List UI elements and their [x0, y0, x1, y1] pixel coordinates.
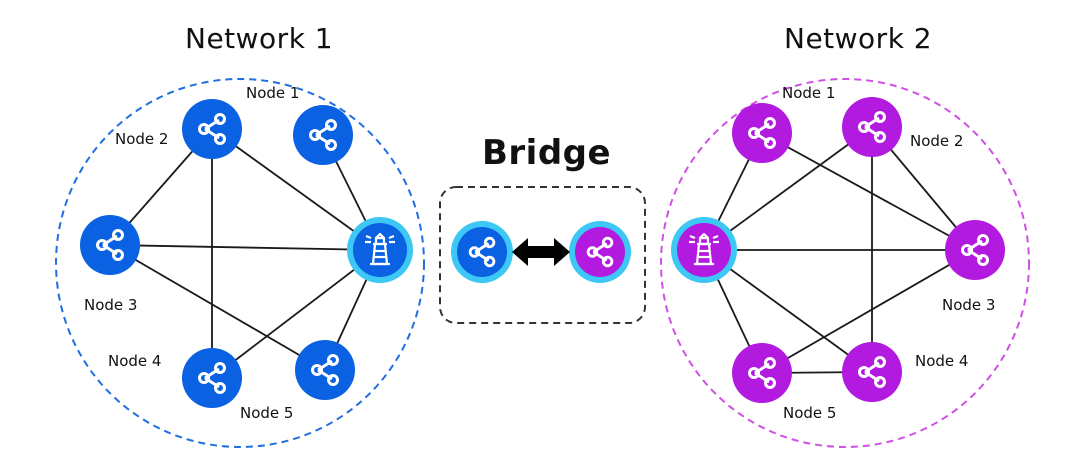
network-2-node-5-label: Node 5: [783, 404, 837, 422]
network-1-node-4: [182, 348, 242, 408]
network-2-title: Network 2: [784, 22, 933, 55]
network-1-node-2: [182, 99, 242, 159]
network-1-node-3: [80, 215, 140, 275]
network-2-node-2: [842, 97, 902, 157]
network-2-node-3-label: Node 3: [942, 296, 996, 314]
network-2-boundary: [660, 78, 1030, 448]
network-1-node-4-label: Node 4: [108, 352, 162, 370]
bridge-box: [439, 186, 646, 324]
network-2-node-3: [945, 220, 1005, 280]
network-2-node-1: [732, 103, 792, 163]
network-1-node-3-label: Node 3: [84, 296, 138, 314]
network-2-node-2-label: Node 2: [910, 132, 964, 150]
bridge-node-network-2: [569, 221, 631, 283]
bridge-node-network-1: [451, 221, 513, 283]
network-1-node-2-label: Node 2: [115, 130, 169, 148]
bridge-title: Bridge: [482, 133, 612, 173]
network-1-node-5-label: Node 5: [240, 404, 294, 422]
network-2-edges: [703, 126, 976, 374]
network-1-gateway: [347, 217, 413, 283]
network-2-node-4-label: Node 4: [915, 352, 969, 370]
network-2-node-4: [842, 342, 902, 402]
network-1-edges: [109, 128, 381, 379]
network-1-node-1-label: Node 1: [246, 84, 300, 102]
network-2-gateway: [671, 217, 737, 283]
network-1-node-5: [295, 340, 355, 400]
network-1-title: Network 1: [185, 22, 334, 55]
network-1-node-1: [293, 105, 353, 165]
double-arrow-icon: [512, 238, 570, 266]
network-2-node-1-label: Node 1: [782, 84, 836, 102]
network-2-node-5: [732, 343, 792, 403]
network-1-boundary: [55, 78, 425, 448]
